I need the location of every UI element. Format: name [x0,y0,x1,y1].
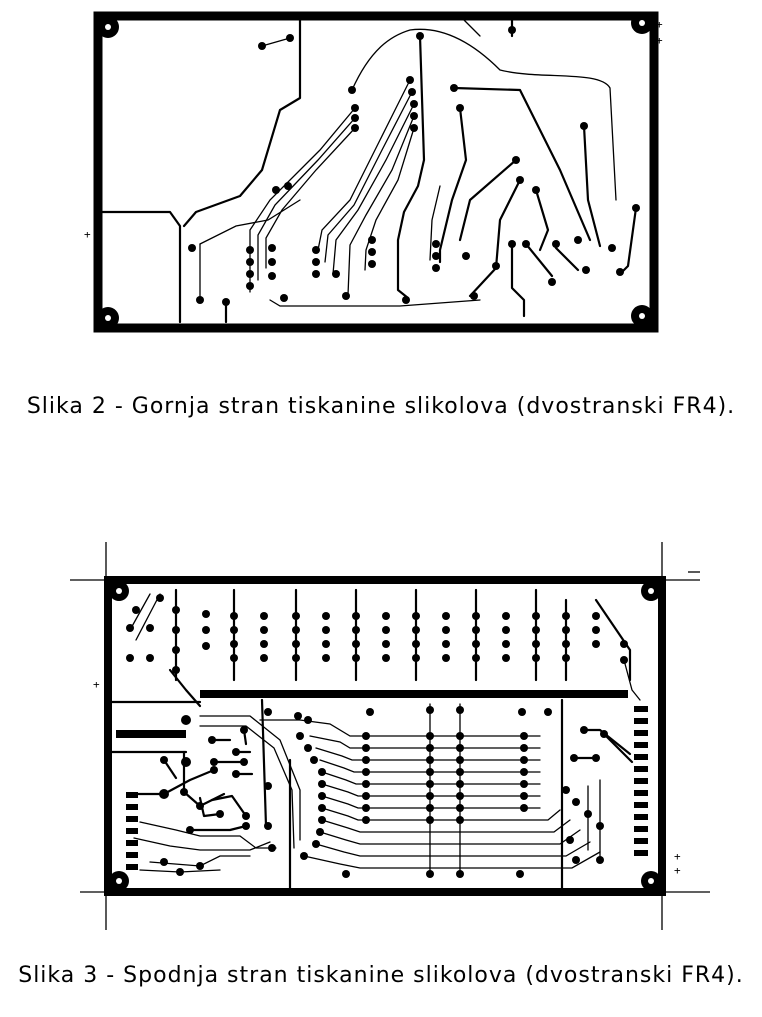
figure-caption: Slika 3 - Spodnja stran tiskanine slikol… [18,963,744,988]
component-pads [188,26,640,306]
pcb-top-layout-drawing: + + + [84,11,663,333]
board-outline [93,11,659,333]
right-section-traces [572,659,641,861]
ground-bus [108,690,628,892]
power-trace [182,18,302,228]
pcb-bottom-layout-drawing: + + + [70,542,710,930]
registration-mark: + [93,678,100,691]
signal-traces [199,18,638,324]
component-pads [126,594,648,878]
registration-mark: + [656,34,663,47]
ground-region-edge [98,210,182,324]
registration-mark: + [656,18,663,31]
board-outline [104,576,666,896]
figure-caption: Slika 2 - Gornja stran tiskanine slikolo… [26,394,736,419]
registration-mark: + [84,228,91,241]
figure-top-pcb: + + + [0,0,762,360]
figure-bottom-pcb: + + + [0,530,762,950]
mounting-holes [97,12,653,329]
data-bus-traces [199,703,601,875]
analog-section-traces [128,698,277,873]
mounting-holes [109,581,661,891]
registration-mark: + [674,850,681,863]
registration-mark: + [674,864,681,877]
